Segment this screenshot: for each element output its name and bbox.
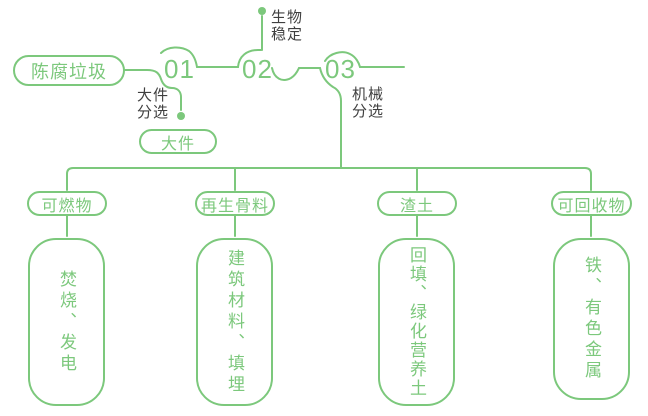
line-step02-to-distributor — [271, 67, 342, 169]
step-number-02: 02 — [242, 54, 273, 84]
branch-pill-recyclables: 可回收物 — [551, 191, 632, 216]
branch-pill-recycled-aggregate: 再生骨料 — [195, 191, 275, 216]
dot-bio-stabilization — [258, 7, 266, 15]
distributor-line — [66, 167, 592, 191]
branch-label: 可燃物 — [41, 197, 93, 215]
branch-label: 可回收物 — [557, 197, 626, 215]
label-bio-stabilization: 生物 稳定 — [271, 9, 304, 43]
label-mechanical-sorting: 机械 分选 — [352, 86, 385, 120]
branch-label: 再生骨料 — [200, 197, 269, 215]
disposal-box-recyclables: 铁、有色金属 — [553, 238, 630, 400]
source-label: 陈腐垃圾 — [31, 61, 107, 82]
step-number-03: 03 — [325, 54, 356, 84]
disposal-text: 回填、绿化营养土 — [407, 246, 426, 398]
bulky-output-label: 大件 — [160, 135, 195, 153]
branch-label: 渣土 — [399, 197, 434, 215]
disposal-box-combustibles: 焚烧、发电 — [28, 238, 105, 406]
disposal-text: 建筑材料、填埋 — [225, 248, 244, 396]
step-number-01: 01 — [164, 54, 195, 84]
disposal-text: 铁、有色金属 — [582, 256, 601, 382]
dot-bulky-drop — [177, 112, 185, 120]
disposal-box-recycled-aggregate: 建筑材料、填埋 — [196, 238, 273, 406]
line-step03-tail — [324, 51, 405, 68]
bulky-output-pill: 大件 — [139, 129, 217, 154]
line-step01-to-step02 — [160, 46, 262, 68]
source-pill: 陈腐垃圾 — [13, 55, 125, 86]
disposal-text: 焚烧、发电 — [57, 269, 76, 375]
disposal-box-slag-soil: 回填、绿化营养土 — [378, 238, 455, 406]
branch-pill-slag-soil: 渣土 — [377, 191, 457, 216]
branch-pill-combustibles: 可燃物 — [27, 191, 107, 216]
line-source-to-step01 — [124, 69, 182, 111]
label-bulky-sorting: 大件 分选 — [137, 87, 170, 121]
